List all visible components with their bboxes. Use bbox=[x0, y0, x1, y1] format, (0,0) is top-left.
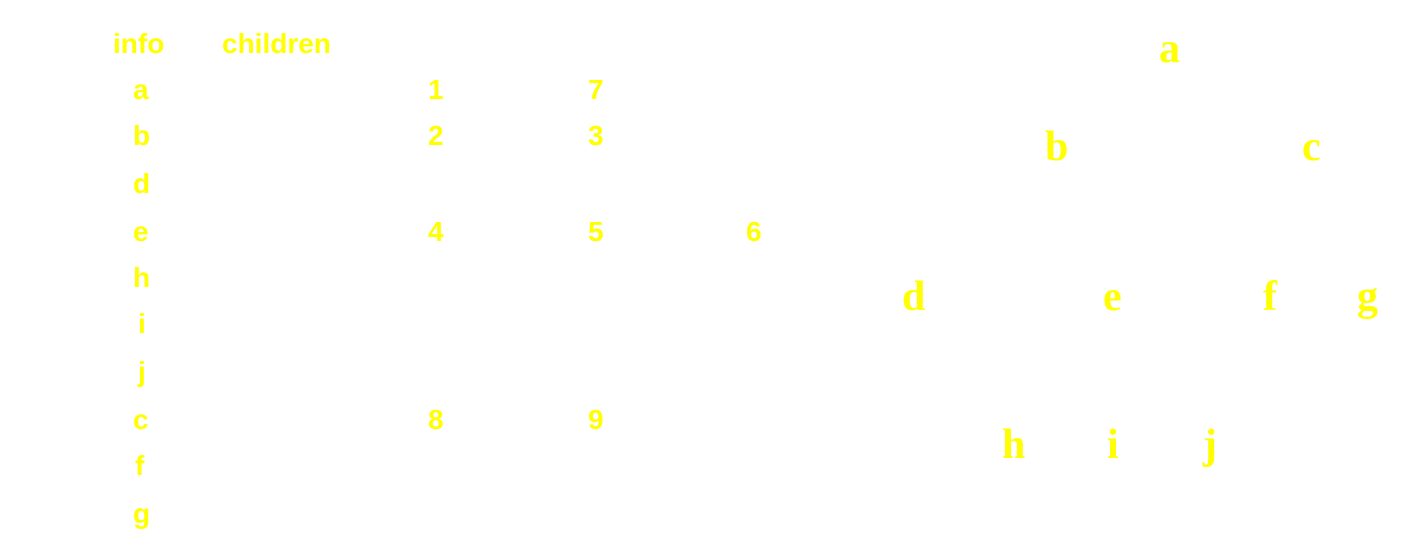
tree-node-e: e bbox=[1103, 274, 1122, 320]
row-child: 1 bbox=[428, 74, 444, 105]
tree-node-j: j bbox=[1203, 422, 1217, 468]
tree-node-d: d bbox=[902, 274, 926, 320]
header-children: children bbox=[222, 28, 331, 59]
tree-node-b: b bbox=[1045, 124, 1069, 170]
row-info: i bbox=[138, 308, 146, 339]
row-info: h bbox=[133, 262, 151, 293]
row-child: 2 bbox=[428, 120, 444, 151]
tree-node-g: g bbox=[1357, 274, 1378, 320]
row-info: j bbox=[138, 356, 146, 387]
tree-node-h: h bbox=[1002, 422, 1026, 468]
tree-node-a: a bbox=[1159, 26, 1180, 72]
row-info: a bbox=[133, 74, 149, 105]
tree-node-i: i bbox=[1107, 422, 1119, 468]
tree-node-c: c bbox=[1302, 124, 1321, 170]
row-info: b bbox=[133, 120, 151, 151]
row-info: d bbox=[133, 168, 151, 199]
row-child: 8 bbox=[428, 404, 444, 435]
row-child: 6 bbox=[746, 216, 762, 247]
row-info: e bbox=[133, 216, 149, 247]
row-info: f bbox=[135, 450, 145, 481]
row-child: 3 bbox=[588, 120, 604, 151]
row-child: 9 bbox=[588, 404, 604, 435]
row-child: 7 bbox=[588, 74, 604, 105]
row-child: 4 bbox=[428, 216, 444, 247]
row-child: 5 bbox=[588, 216, 604, 247]
row-info: c bbox=[133, 404, 149, 435]
header-info: info bbox=[113, 28, 165, 59]
tree-node-f: f bbox=[1263, 274, 1277, 320]
row-info: g bbox=[133, 498, 151, 529]
